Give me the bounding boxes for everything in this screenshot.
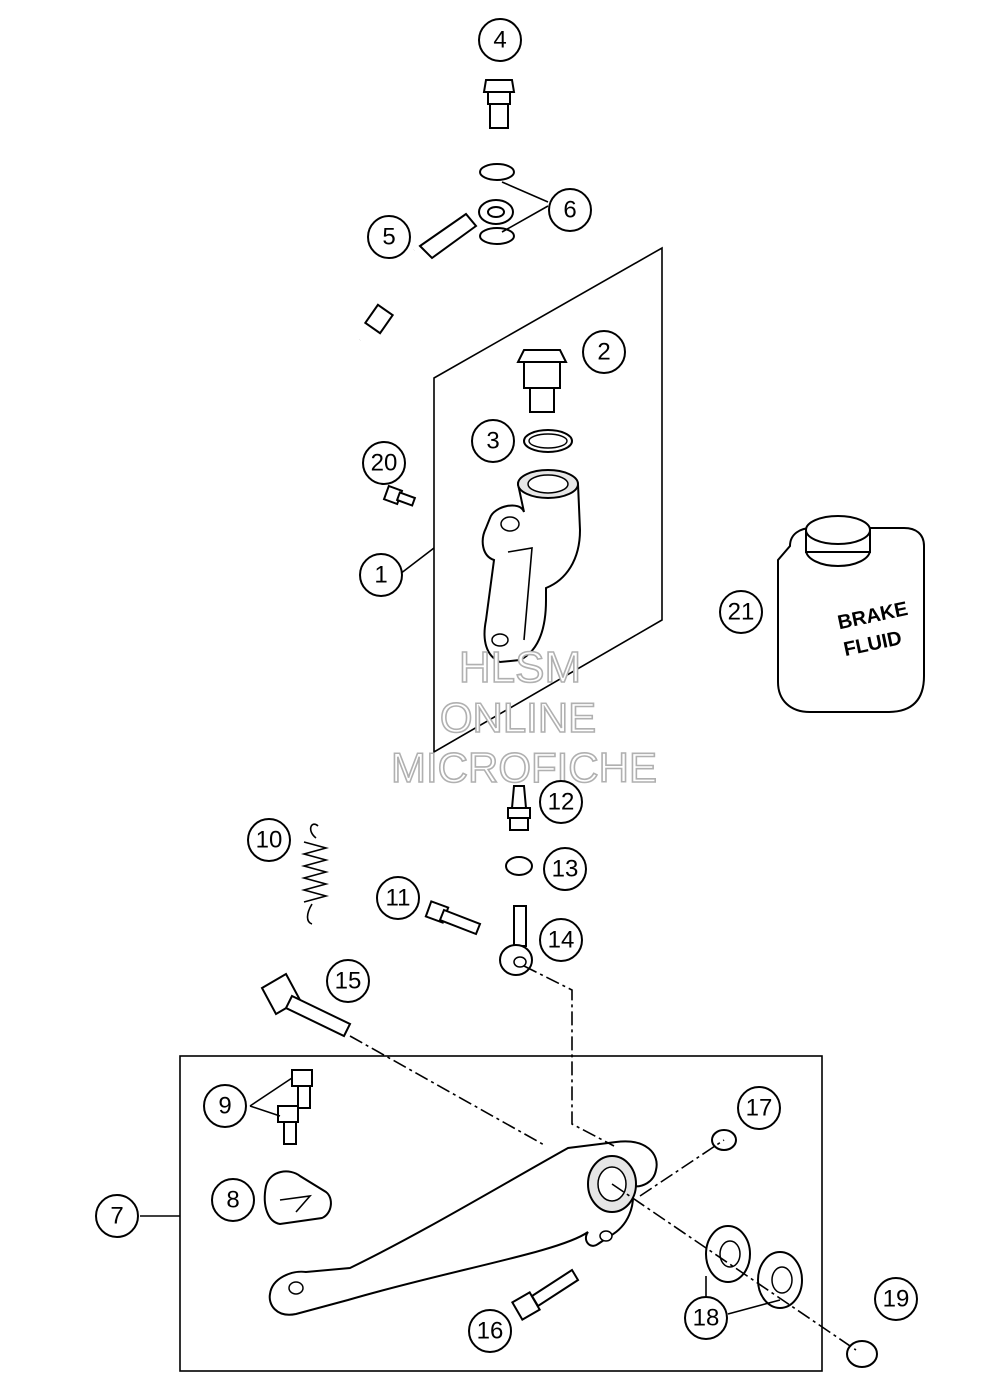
- callout-19-label: 19: [883, 1286, 910, 1313]
- watermark: HLSM ONLINE MICROFICHE: [390, 642, 658, 792]
- assembly-line-axle: [611, 1183, 857, 1351]
- seal-ring-lower: [479, 227, 515, 245]
- brake-pedal-group-outline: [179, 1055, 823, 1372]
- watermark-line2: ONLINE: [440, 694, 596, 741]
- screws-pair: [277, 1069, 313, 1145]
- screw-small: [382, 484, 417, 507]
- callout-14: 14: [539, 918, 583, 962]
- callout-1-label: 1: [374, 562, 387, 589]
- callout-1: 1: [359, 553, 403, 597]
- callout-6-label: 6: [563, 197, 576, 224]
- callout-20-label: 20: [371, 450, 398, 477]
- callout-17-label: 17: [746, 1095, 773, 1122]
- callout-10: 10: [247, 818, 291, 862]
- callout-4-label: 4: [493, 27, 506, 54]
- callout-6: 6: [548, 188, 592, 232]
- callout-13-label: 13: [552, 856, 579, 883]
- callout-16: 16: [468, 1309, 512, 1353]
- callout-7-label: 7: [110, 1203, 123, 1230]
- assembly-line-pushrod: [523, 965, 615, 1147]
- callout-12: 12: [539, 780, 583, 824]
- callout-5: 5: [367, 215, 411, 259]
- callout-4: 4: [478, 18, 522, 62]
- callout-12-label: 12: [548, 789, 575, 816]
- callouts: 4 6 5 2 3 20 1 21 12 10 13 11 14 15 9 17…: [95, 18, 918, 1353]
- watermark-line3: MICROFICHE: [391, 744, 657, 791]
- callout-2: 2: [582, 330, 626, 374]
- callout-3-label: 3: [486, 428, 499, 455]
- callout-15: 15: [326, 959, 370, 1003]
- callout-7: 7: [95, 1194, 139, 1238]
- bearings: [705, 1225, 803, 1309]
- hex-nut-lower: [846, 1340, 878, 1368]
- bolt-medium: [424, 900, 482, 936]
- callout-16-label: 16: [477, 1318, 504, 1345]
- callout-19: 19: [874, 1277, 918, 1321]
- rod-end: [499, 905, 533, 976]
- master-cylinder-group-outline: [433, 246, 663, 754]
- callout-21-label: 21: [728, 599, 755, 626]
- bolt-long: [260, 972, 352, 1038]
- callout-10-label: 10: [256, 827, 283, 854]
- callout-21: 21: [719, 590, 763, 634]
- callout-15-label: 15: [335, 968, 362, 995]
- watermark-line1: HLSM: [459, 643, 581, 692]
- callout-3: 3: [471, 419, 515, 463]
- callout-18-label: 18: [693, 1305, 720, 1332]
- brake-fluid-can: BRAKE FLUID: [777, 515, 925, 713]
- master-cylinder: [481, 469, 582, 664]
- callout-5-label: 5: [382, 224, 395, 251]
- callout-13: 13: [543, 847, 587, 891]
- assembly-line-long-bolt: [349, 1035, 547, 1147]
- leader-lines: [140, 181, 781, 1315]
- reservoir-cap: [516, 349, 568, 413]
- brake-pedal: [268, 1140, 658, 1316]
- bolt-pedal: [510, 1268, 580, 1322]
- callout-9-label: 9: [218, 1093, 231, 1120]
- callout-18: 18: [684, 1296, 728, 1340]
- callout-11: 11: [376, 876, 420, 920]
- push-rod: [507, 785, 531, 831]
- callout-8: 8: [211, 1178, 255, 1222]
- callout-8-label: 8: [226, 1187, 239, 1214]
- callout-9: 9: [203, 1084, 247, 1128]
- callout-14-label: 14: [548, 927, 575, 954]
- callout-20: 20: [362, 441, 406, 485]
- banjo-bolt: [482, 79, 516, 129]
- return-spring: [300, 823, 330, 925]
- callout-2-label: 2: [597, 339, 610, 366]
- seal-ring-upper: [479, 163, 515, 181]
- hex-nut-small: [505, 856, 533, 876]
- callout-17: 17: [737, 1086, 781, 1130]
- brake-line: [355, 199, 514, 342]
- pedal-tip: [263, 1170, 332, 1226]
- callout-11-label: 11: [386, 885, 411, 912]
- assembly-line-upper-nut: [639, 1139, 725, 1197]
